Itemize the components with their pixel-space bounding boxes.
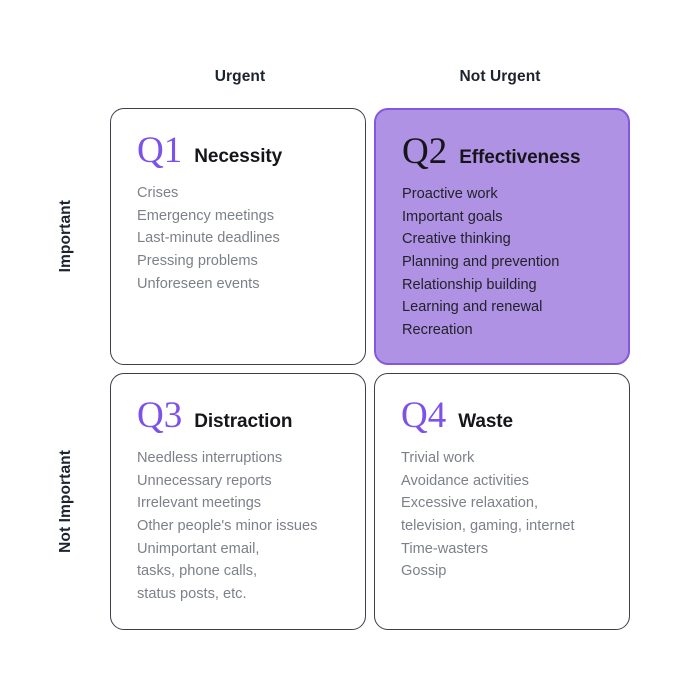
row-label-important: Important <box>44 108 88 364</box>
list-item: Pressing problems <box>137 252 258 269</box>
column-header-urgent: Urgent <box>214 68 266 85</box>
quadrant-card-q1[interactable]: Q1 Necessity Crises Emergency meetings L… <box>110 108 366 365</box>
quadrant-tag-q3: Q3 <box>137 395 183 436</box>
list-item: Avoidance activities <box>401 472 529 489</box>
column-headers: Urgent Not Urgent <box>110 68 630 86</box>
quadrant-card-q4[interactable]: Q4 Waste Trivial work Avoidance activiti… <box>374 373 630 630</box>
list-item: Excessive relaxation, television, gaming… <box>401 495 575 534</box>
quadrant-header-q4: Q4 Waste <box>401 395 607 436</box>
list-item: Creative thinking <box>402 231 511 248</box>
quadrant-items-q1: Crises Emergency meetings Last-minute de… <box>137 182 343 295</box>
quadrant-title-q4: Waste <box>458 411 513 432</box>
list-item: Important goals <box>402 208 503 225</box>
list-item: Time-wasters <box>401 540 489 557</box>
list-item: Unimportant email, tasks, phone calls, s… <box>137 540 260 602</box>
row-label-important-text: Important <box>57 199 74 273</box>
list-item: Planning and prevention <box>402 253 560 270</box>
quadrant-header-q1: Q1 Necessity <box>137 130 343 171</box>
list-item: Other people's minor issues <box>137 517 318 534</box>
column-header-not-urgent: Not Urgent <box>459 68 541 85</box>
quadrant-title-q2: Effectiveness <box>459 147 581 168</box>
list-item: Needless interruptions <box>137 450 283 467</box>
row-label-not-important: Not Important <box>44 372 88 630</box>
quadrant-title-q3: Distraction <box>194 411 293 432</box>
list-item: Trivial work <box>401 450 475 467</box>
quadrant-tag-q1: Q1 <box>137 130 183 171</box>
quadrant-items-q2: Proactive work Important goals Creative … <box>402 183 606 341</box>
list-item: Recreation <box>402 321 473 338</box>
list-item: Last-minute deadlines <box>137 230 280 247</box>
list-item: Irrelevant meetings <box>137 495 262 512</box>
list-item: Relationship building <box>402 276 537 293</box>
list-item: Unnecessary reports <box>137 472 272 489</box>
quadrant-items-q3: Needless interruptions Unnecessary repor… <box>137 447 343 605</box>
row-label-not-important-text: Not Important <box>57 449 74 553</box>
list-item: Crises <box>137 185 179 202</box>
list-item: Gossip <box>401 563 447 580</box>
list-item: Emergency meetings <box>137 207 275 224</box>
quadrant-header-q3: Q3 Distraction <box>137 395 343 436</box>
quadrant-card-q2[interactable]: Q2 Effectiveness Proactive work Importan… <box>374 108 630 365</box>
quadrant-tag-q2: Q2 <box>402 131 448 172</box>
quadrant-title-q1: Necessity <box>194 146 283 167</box>
quadrant-header-q2: Q2 Effectiveness <box>402 131 606 172</box>
list-item: Learning and renewal <box>402 299 543 316</box>
quadrant-items-q4: Trivial work Avoidance activities Excess… <box>401 447 607 583</box>
quadrant-grid: Q1 Necessity Crises Emergency meetings L… <box>110 108 630 630</box>
quadrant-card-q3[interactable]: Q3 Distraction Needless interruptions Un… <box>110 373 366 630</box>
quadrant-tag-q4: Q4 <box>401 395 447 436</box>
list-item: Proactive work <box>402 186 498 203</box>
list-item: Unforeseen events <box>137 275 260 292</box>
